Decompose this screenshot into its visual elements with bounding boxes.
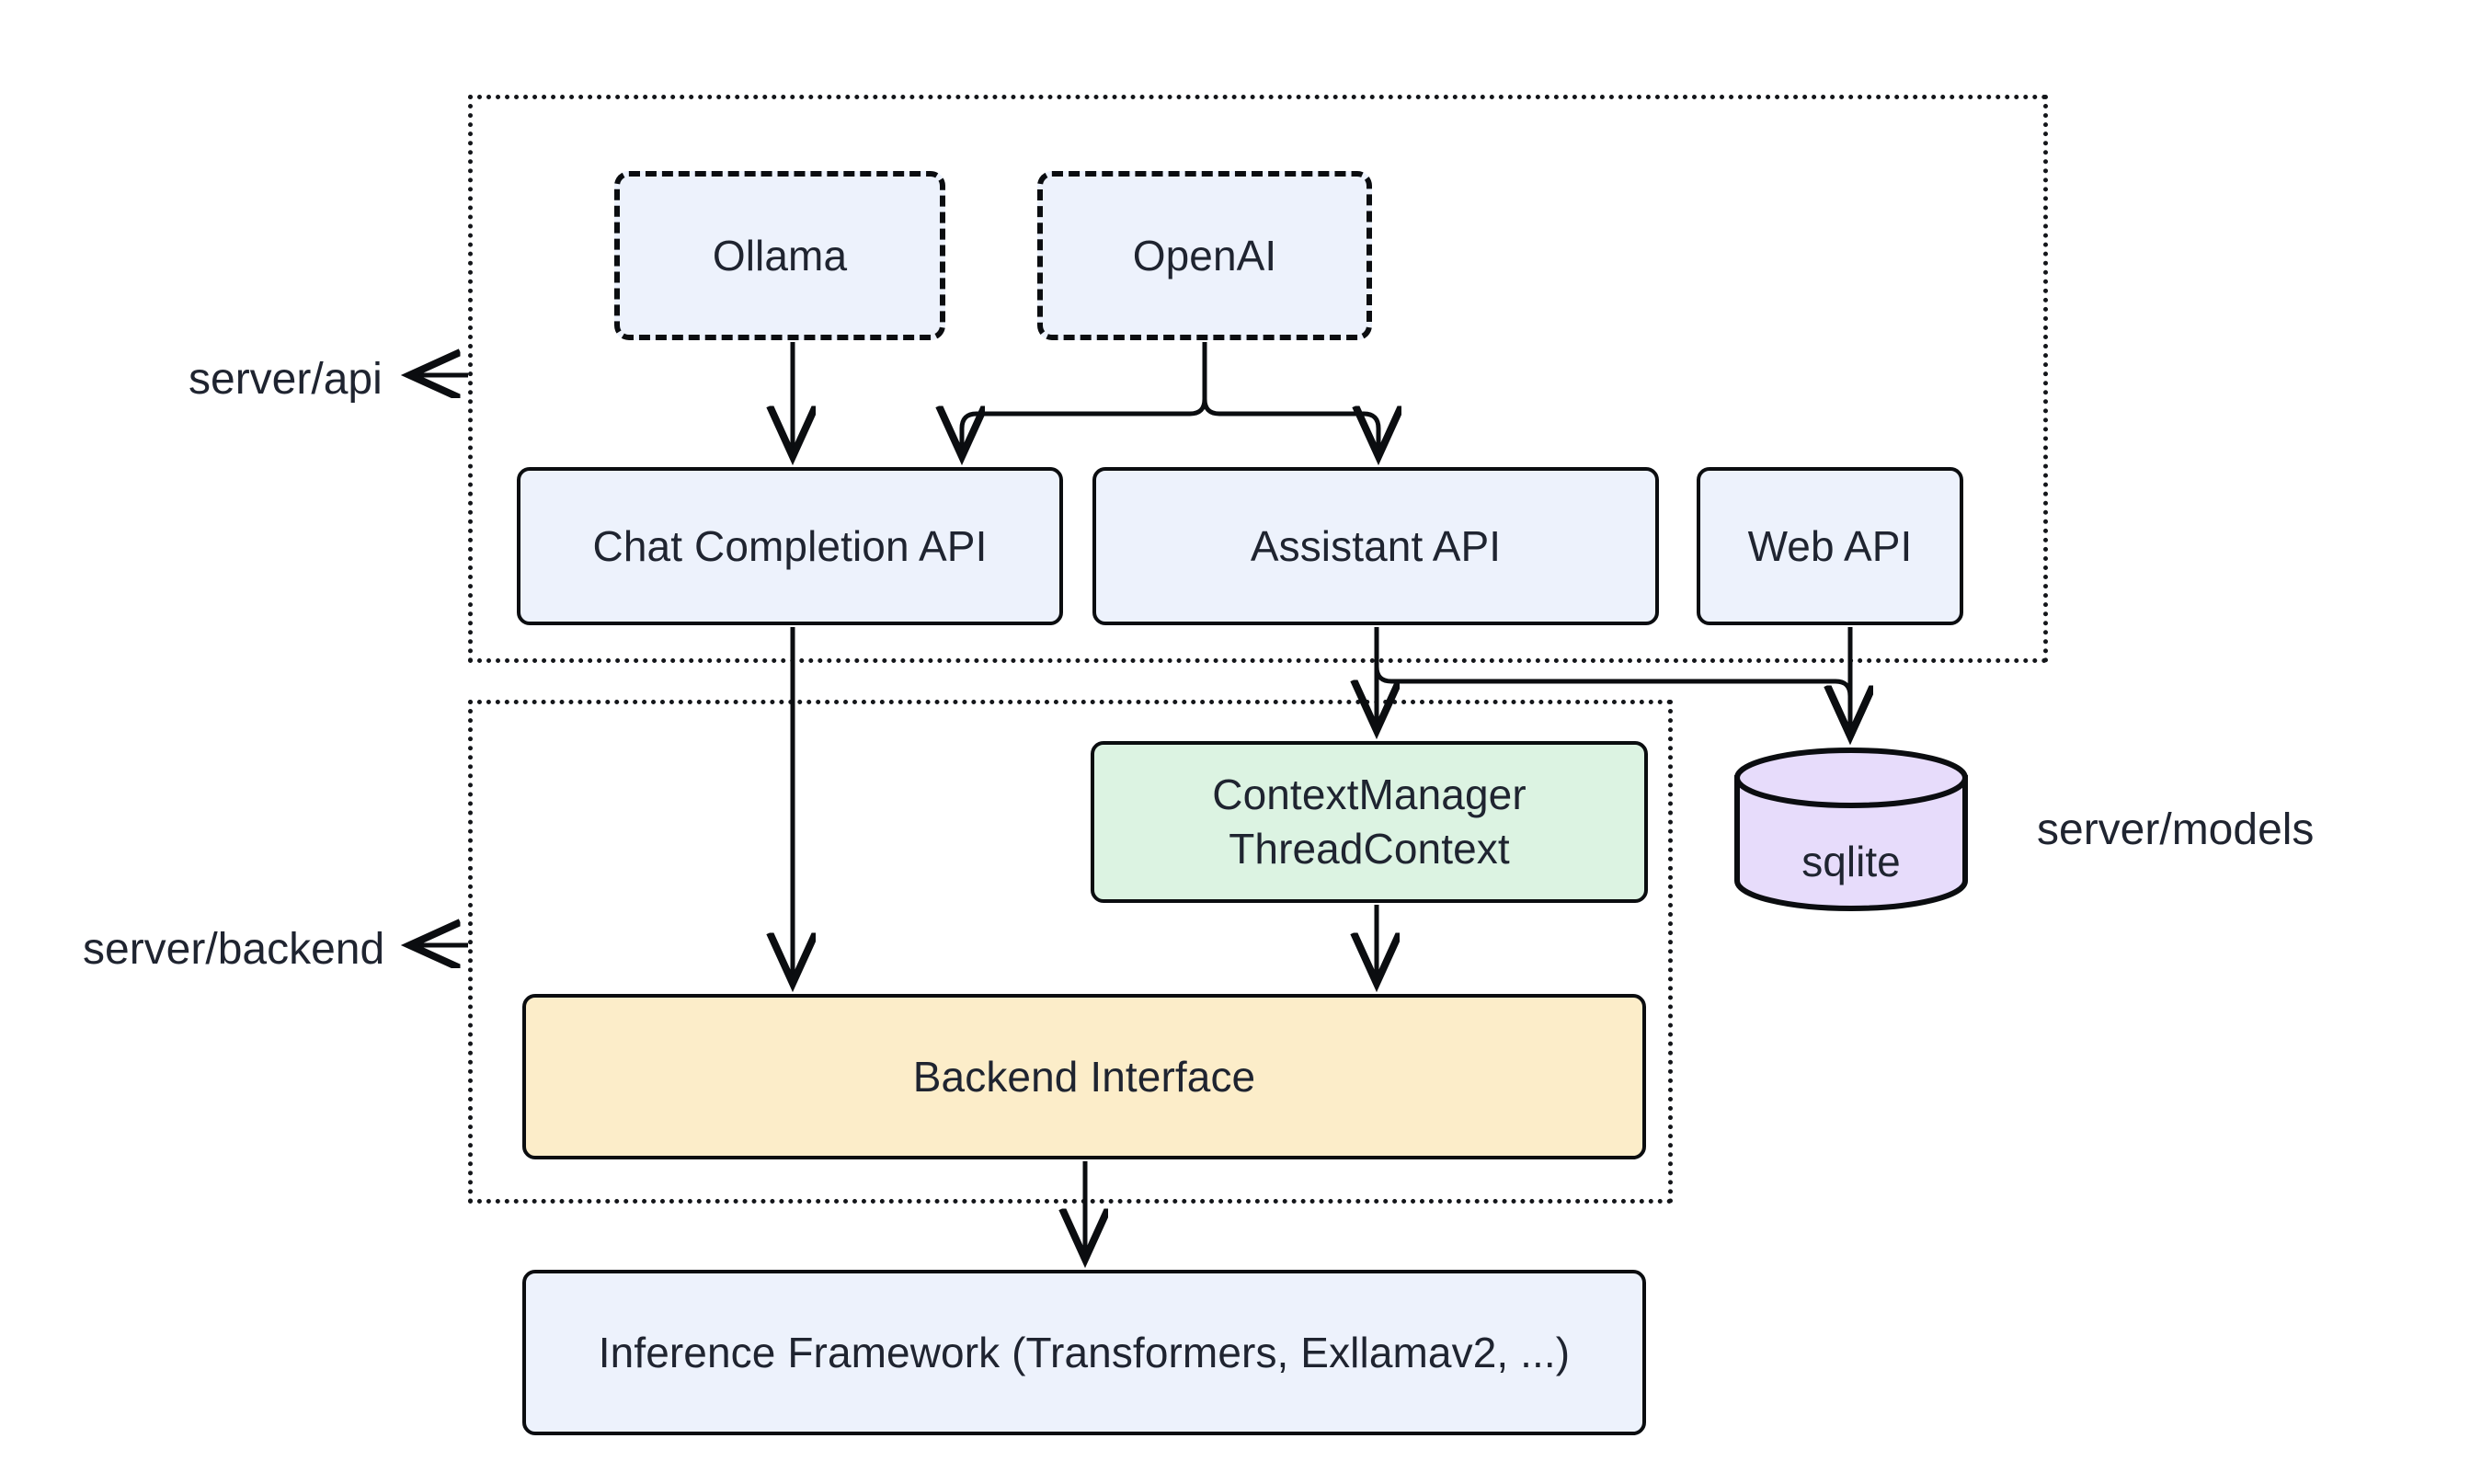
node-context-manager[interactable]: ContextManager ThreadContext — [1091, 741, 1648, 903]
node-backend-interface[interactable]: Backend Interface — [522, 994, 1646, 1159]
node-assistant-api-label: Assistant API — [1250, 521, 1502, 570]
group-label-server-backend: server/backend — [83, 925, 385, 974]
node-backend-interface-label: Backend Interface — [912, 1052, 1256, 1101]
group-label-server-api: server/api — [189, 355, 383, 404]
node-context-manager-label-line1: ContextManager — [1212, 771, 1527, 819]
node-openai-label: OpenAI — [1132, 231, 1277, 280]
node-ollama-label: Ollama — [712, 231, 848, 280]
node-inference-framework-label: Inference Framework (Transformers, Exlla… — [598, 1328, 1571, 1376]
node-inference-framework[interactable]: Inference Framework (Transformers, Exlla… — [522, 1270, 1646, 1435]
node-chat-completion-api[interactable]: Chat Completion API — [517, 467, 1063, 625]
label-server-models: server/models — [2037, 805, 2315, 854]
node-web-api-label: Web API — [1747, 521, 1913, 570]
node-ollama[interactable]: Ollama — [614, 171, 945, 340]
node-chat-completion-api-label: Chat Completion API — [592, 521, 988, 570]
cylinder-shape — [1734, 748, 1968, 911]
group-server-api — [468, 95, 2048, 663]
node-assistant-api[interactable]: Assistant API — [1092, 467, 1659, 625]
node-context-manager-label-line2: ThreadContext — [1229, 825, 1510, 873]
node-web-api[interactable]: Web API — [1697, 467, 1963, 625]
node-sqlite[interactable]: sqlite — [1732, 747, 1970, 912]
group-server-backend — [468, 700, 1673, 1204]
node-openai[interactable]: OpenAI — [1037, 171, 1372, 340]
